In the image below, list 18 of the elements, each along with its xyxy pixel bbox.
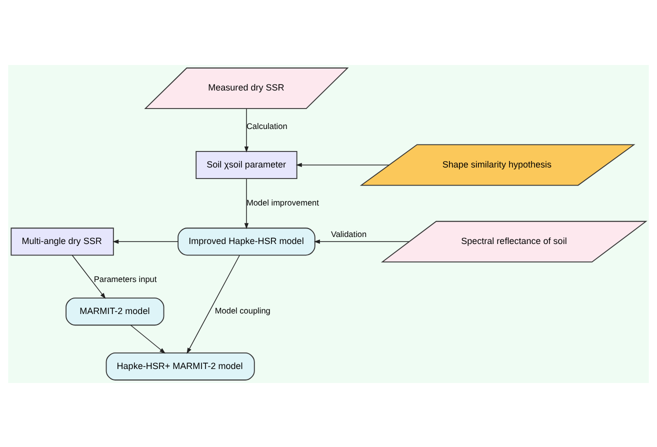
arrow (296, 162, 390, 167)
arrow (186, 254, 240, 354)
edge-label: Validation (330, 230, 367, 239)
arrow (72, 254, 106, 298)
arrow (130, 324, 166, 354)
node-box: Soil χsoil parameter (196, 150, 298, 178)
node-box: MARMIT-2 model (66, 297, 164, 326)
arrow (314, 239, 410, 244)
arrow (112, 239, 178, 244)
arrow (244, 178, 249, 229)
edge-label: Model coupling (214, 306, 270, 316)
node-box: Multi-angle dry SSR (10, 227, 114, 256)
node-box: Hapke-HSR+ MARMIT-2 model (106, 352, 255, 380)
arrow (244, 108, 249, 152)
edge-label: Calculation (246, 121, 288, 130)
edge-label: Parameters input (94, 274, 157, 284)
node-box: Improved Hapke-HSR model (178, 227, 316, 256)
edge-label: Model improvement (246, 198, 319, 207)
